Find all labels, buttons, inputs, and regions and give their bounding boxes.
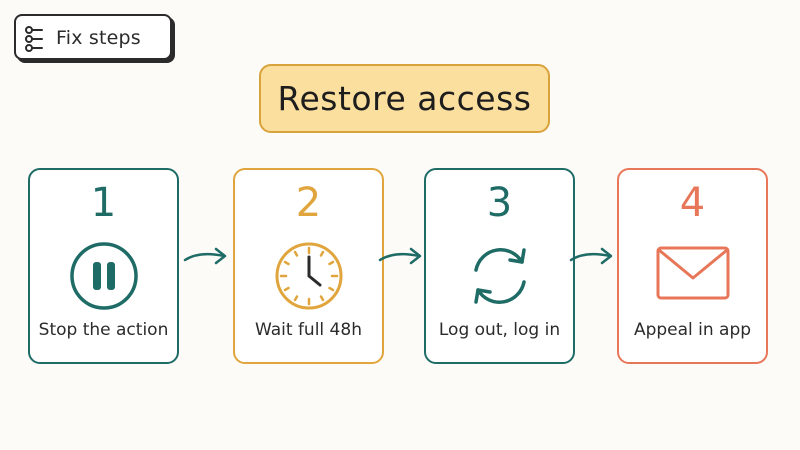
step-label: Log out, log in [438,320,561,340]
title-box: Restore access [259,64,550,133]
page-title: Restore access [277,79,532,118]
pause-icon [70,242,138,310]
arrow-right-icon [378,247,422,265]
step-label: Wait full 48h [255,320,362,340]
notebook-spiral-icon [25,26,43,52]
step-label: Stop the action [38,320,169,340]
step-number: 4 [679,180,706,226]
tag-label: Fix steps [56,27,141,49]
arrow-right-icon [569,247,613,265]
step-card-2: 2 Wait full 48h [233,168,384,364]
fix-steps-tag: Fix steps [14,14,172,60]
step-card-3: 3 Log out, log in [424,168,575,364]
envelope-icon [656,246,730,300]
step-label: Appeal in app [633,320,752,340]
step-number: 2 [295,180,322,226]
refresh-icon [474,248,526,304]
arrow-right-icon [183,247,227,265]
step-card-1: 1 Stop the action [28,168,179,364]
clock-icon [275,242,343,310]
step-card-4: 4 Appeal in app [617,168,768,364]
step-number: 1 [90,180,117,226]
step-number: 3 [486,180,513,226]
